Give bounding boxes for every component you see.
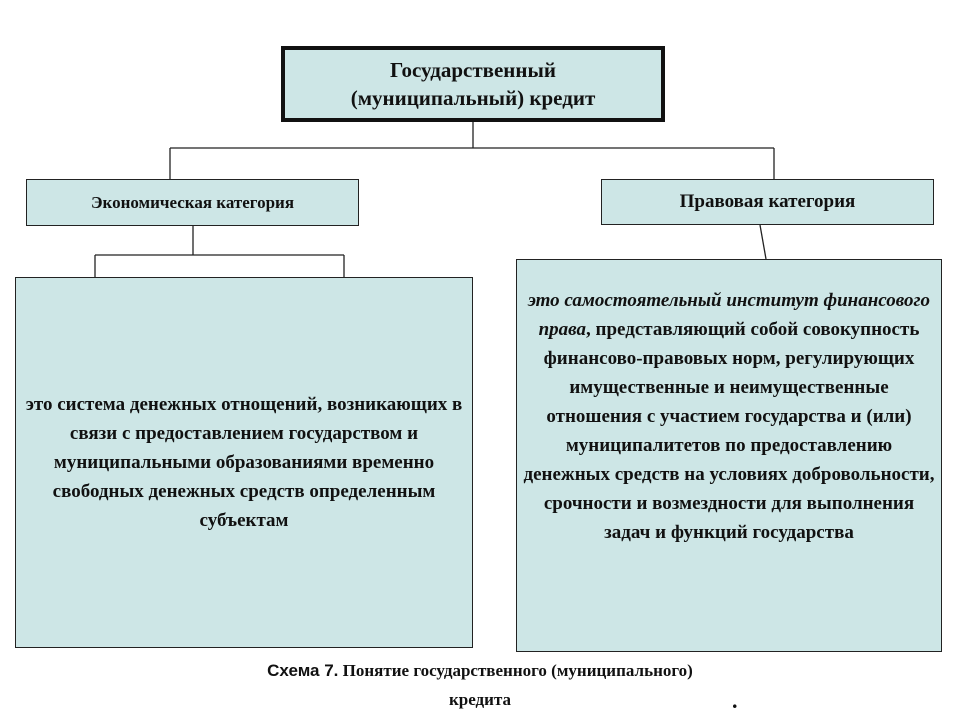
legal-description-text: , представляющий собой совокупность фина… bbox=[523, 319, 935, 543]
legal-category-box: Правовая категория bbox=[601, 179, 934, 225]
caption-label: Схема 7. bbox=[267, 661, 339, 680]
economic-category-box: Экономическая категория bbox=[26, 179, 359, 226]
caption-line2: кредита bbox=[448, 690, 512, 709]
caption-dot: . bbox=[732, 688, 738, 713]
caption-text: Понятие государственного (муниципального… bbox=[338, 661, 693, 680]
legal-description-italic: это самостоятельный институт финансового… bbox=[528, 290, 930, 340]
economic-description-text: это система денежных отнощений, возникаю… bbox=[25, 394, 463, 531]
root-title-line2: (муниципальный) кредит bbox=[350, 86, 596, 110]
legal-description-box: это самостоятельный институт финансового… bbox=[516, 259, 942, 652]
legal-stem-line bbox=[759, 224, 767, 260]
root-concept-box: Государственный (муниципальный) кредит bbox=[281, 46, 665, 122]
legal-category-title: Правовая категория bbox=[679, 191, 856, 212]
figure-caption: Схема 7. Понятие государственного (муниц… bbox=[0, 656, 960, 714]
economic-category-title: Экономическая категория bbox=[90, 192, 295, 212]
economic-description-box: это система денежных отнощений, возникаю… bbox=[15, 277, 473, 648]
root-title-line1: Государственный bbox=[389, 58, 556, 82]
